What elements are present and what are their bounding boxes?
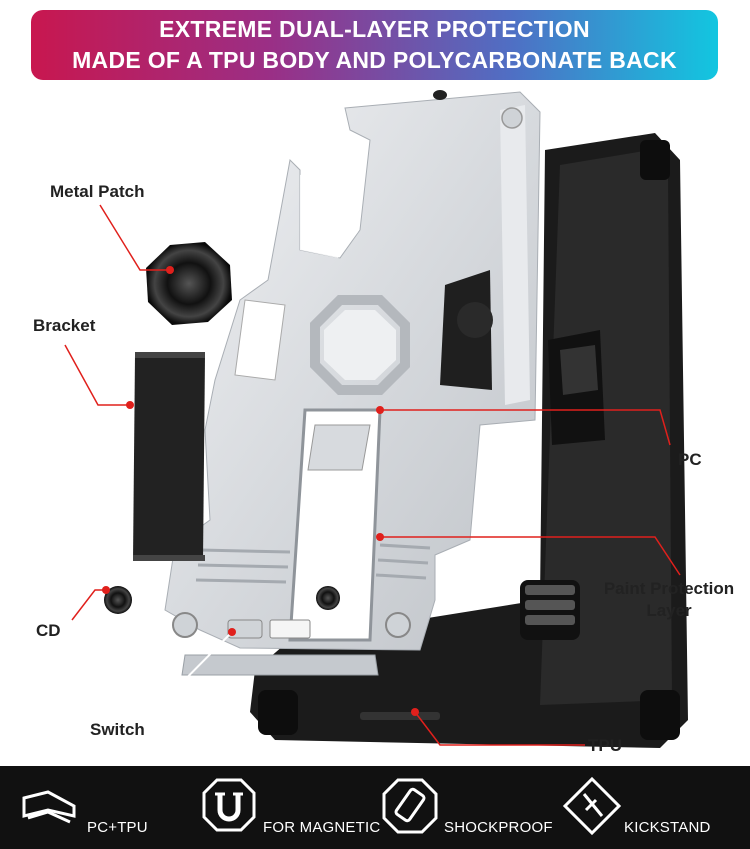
- bracket: [126, 352, 205, 561]
- label-paint-protection: Paint Protection Layer: [596, 578, 742, 622]
- feature-kickstand: KICKSTAND: [562, 766, 747, 849]
- banner-line-1: EXTREME DUAL-LAYER PROTECTION: [159, 16, 590, 42]
- feature-label: KICKSTAND: [624, 819, 711, 836]
- product-exploded-view: [64, 90, 688, 748]
- feature-magnetic: FOR MAGNETIC: [200, 766, 400, 849]
- label-pc: PC: [678, 450, 702, 469]
- banner-line-2: MADE OF A TPU BODY AND POLYCARBONATE BAC…: [72, 47, 677, 73]
- label-cd: CD: [36, 621, 61, 640]
- label-switch: Switch: [90, 720, 145, 739]
- callout-leader-lines: [64, 204, 681, 746]
- feature-label: PC+TPU: [87, 819, 148, 836]
- kickstand-icon: [562, 776, 622, 836]
- metal-patch: [146, 242, 232, 325]
- pc-shell: [164, 90, 541, 676]
- tpu-case: [250, 133, 688, 748]
- label-paint-protection-line2: Layer: [646, 601, 692, 620]
- label-tpu: TPU: [588, 736, 622, 755]
- feature-label: SHOCKPROOF: [444, 819, 553, 836]
- feature-strip: PC+TPU FOR MAGNETIC SHOCKPROOF KICKSTAND: [0, 766, 750, 849]
- feature-shockproof: SHOCKPROOF: [380, 766, 570, 849]
- magnet-icon: [202, 778, 256, 832]
- cd-disc: [104, 586, 132, 614]
- label-paint-protection-line1: Paint Protection: [603, 579, 735, 598]
- switch-leader-line: [149, 631, 233, 716]
- label-bracket: Bracket: [33, 316, 96, 335]
- feature-pc-tpu: PC+TPU: [18, 766, 188, 849]
- header-banner: EXTREME DUAL-LAYER PROTECTION MADE OF A …: [31, 10, 718, 80]
- feature-label: FOR MAGNETIC: [263, 819, 381, 836]
- label-metal-patch: Metal Patch: [50, 182, 145, 201]
- shockproof-icon: [382, 778, 438, 834]
- layers-icon: [22, 790, 76, 824]
